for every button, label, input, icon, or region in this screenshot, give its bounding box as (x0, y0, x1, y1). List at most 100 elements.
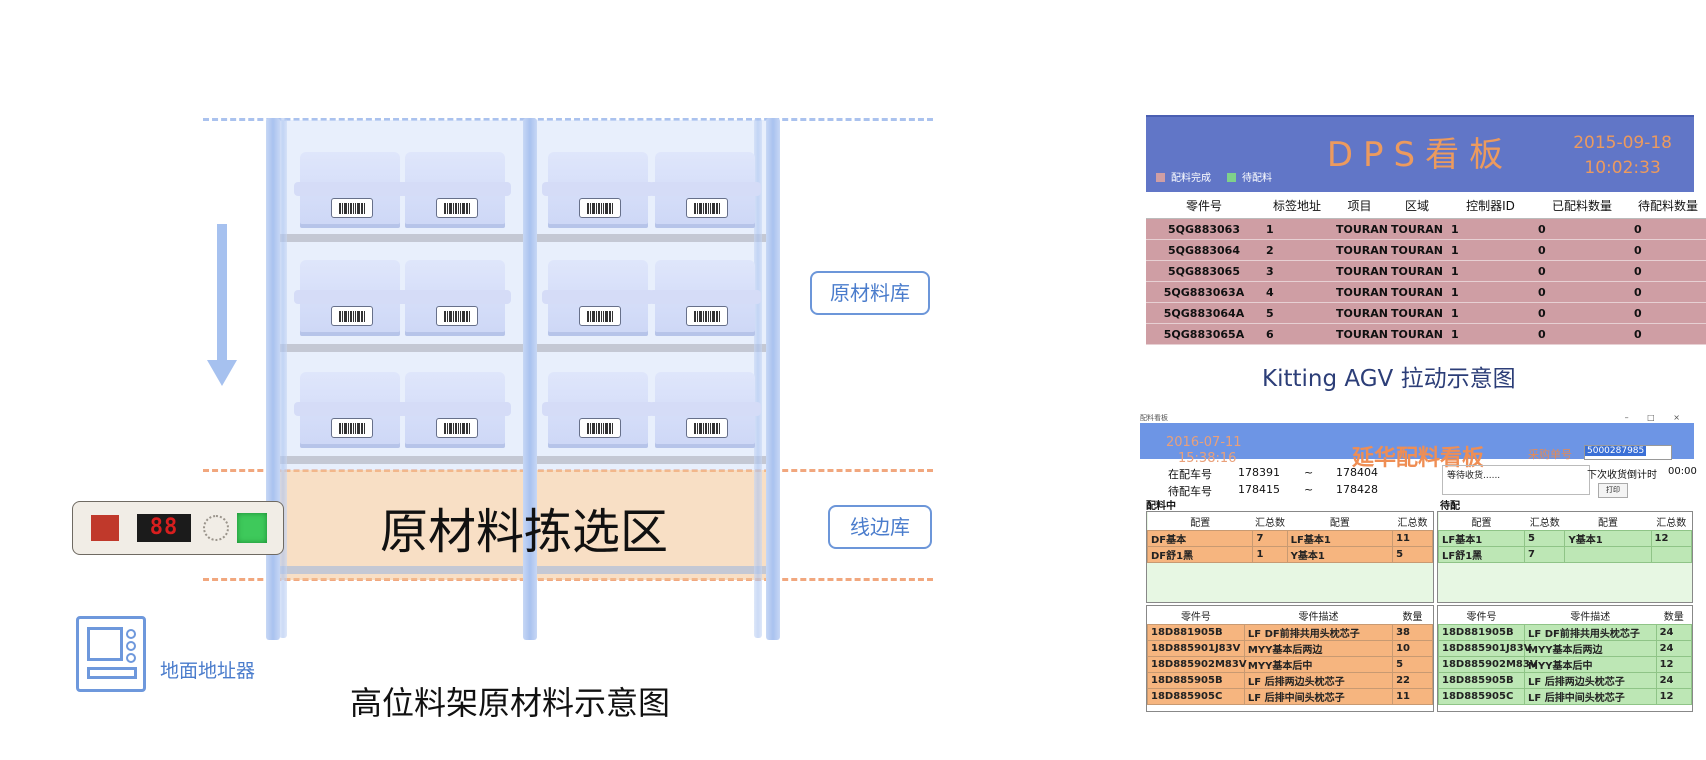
table-cell: 2 (1262, 239, 1332, 261)
summary-column-header: 汇总数 (1252, 512, 1288, 531)
storage-bin (399, 152, 511, 228)
window-controls[interactable]: – □ × (1624, 413, 1688, 422)
detail-column-header: 零件号 (1438, 606, 1525, 625)
table-cell: 5 (1392, 546, 1433, 563)
table-cell: 5QG883065 (1146, 260, 1262, 282)
table-cell: 12 (1650, 530, 1692, 547)
table-cell: 0 (1630, 218, 1706, 240)
table-cell: Y基本1 (1286, 546, 1394, 563)
rack-post (766, 118, 780, 640)
dps-datetime: 2015-09-18 10:02:33 (1573, 131, 1672, 181)
table-cell: MYY基本后两边 (1243, 640, 1394, 657)
table-cell: 0 (1534, 239, 1630, 261)
table-cell: 5QG883064A (1146, 302, 1262, 324)
table-cell: 18D885902M83V (1147, 656, 1247, 673)
table-cell: 5 (1524, 530, 1566, 547)
table-cell: 1 (1447, 218, 1534, 240)
barcode-label-icon (436, 306, 478, 326)
barcode-label-icon (686, 306, 728, 326)
table-cell: 18D885901J83V (1147, 640, 1245, 657)
table-cell: LF 后排两边头枕芯子 (1524, 672, 1657, 689)
digit-display: 88 (137, 514, 191, 542)
table-cell: 1 (1262, 218, 1332, 240)
table-cell: 5QG883063A (1146, 281, 1262, 303)
detail-column-header: 数量 (1392, 606, 1433, 625)
sensor-icon (203, 515, 229, 541)
wait-car-from: 178415 (1238, 483, 1280, 496)
legend-item: 配料完成 (1156, 169, 1211, 184)
table-cell: LF 后排中间头枕芯子 (1524, 688, 1657, 705)
table-cell: 7 (1252, 530, 1288, 547)
waiting-box: 等待收货...... (1442, 465, 1590, 495)
yanhua-header: 2016-07-11 15:38:16 延华配料看板 采购单号 50002879… (1140, 423, 1694, 471)
storage-bin (649, 372, 761, 448)
in-car-from: 178391 (1238, 466, 1280, 479)
dps-column-header: 区域 (1387, 192, 1447, 219)
table-cell: TOURAN (1332, 218, 1388, 240)
table-cell: LF DF前排共用头枕芯子 (1243, 624, 1394, 641)
barcode-label-icon (579, 306, 621, 326)
pick-to-light-controller: 88 (72, 501, 284, 555)
table-cell: 24 (1655, 624, 1693, 641)
table-cell: 0 (1630, 260, 1706, 282)
rack-post (279, 118, 287, 638)
table-cell: 18D885905B (1437, 672, 1526, 689)
table-cell: DF舒1黑 (1146, 546, 1254, 563)
dps-legend: 配料完成 待配料 (1156, 169, 1272, 184)
table-cell: MYY基本后中 (1243, 656, 1394, 673)
section-pending-label: 待配 (1440, 501, 1460, 512)
table-cell: TOURAN (1387, 281, 1447, 303)
order-input[interactable]: 5000287985 (1584, 445, 1672, 460)
red-button-icon (91, 515, 119, 541)
print-button[interactable]: 打印 (1598, 483, 1628, 498)
in-car-to: 178404 (1336, 466, 1378, 479)
table-cell: TOURAN (1332, 302, 1388, 324)
yanhua-board: 配料看板 – □ × 2016-07-11 15:38:16 延华配料看板 采购… (1140, 413, 1697, 712)
table-cell: TOURAN (1332, 239, 1388, 261)
table-cell: 7 (1524, 546, 1566, 563)
barcode-label-icon (436, 418, 478, 438)
wait-car-to: 178428 (1336, 483, 1378, 496)
table-cell: Y基本1 (1564, 530, 1652, 547)
table-cell: 5QG883065A (1146, 323, 1262, 345)
table-cell: 4 (1262, 281, 1332, 303)
table-cell: 24 (1655, 672, 1693, 689)
table-cell: 5QG883064 (1146, 239, 1262, 261)
table-cell: 18D885905C (1147, 688, 1245, 705)
shelf-board (268, 456, 776, 464)
barcode-label-icon (686, 418, 728, 438)
table-cell: LF 后排两边头枕芯子 (1243, 672, 1394, 689)
table-cell: MYY基本后中 (1524, 656, 1657, 673)
table-cell: 0 (1630, 281, 1706, 303)
summary-column-header: 配置 (1147, 512, 1253, 531)
barcode-label-icon (579, 198, 621, 218)
table-cell: 6 (1262, 323, 1332, 345)
table-cell: 18D881905B (1147, 624, 1245, 641)
table-cell: 10 (1392, 640, 1433, 657)
countdown-value: 00:00 (1668, 466, 1697, 477)
down-arrow-shaft (217, 224, 227, 364)
